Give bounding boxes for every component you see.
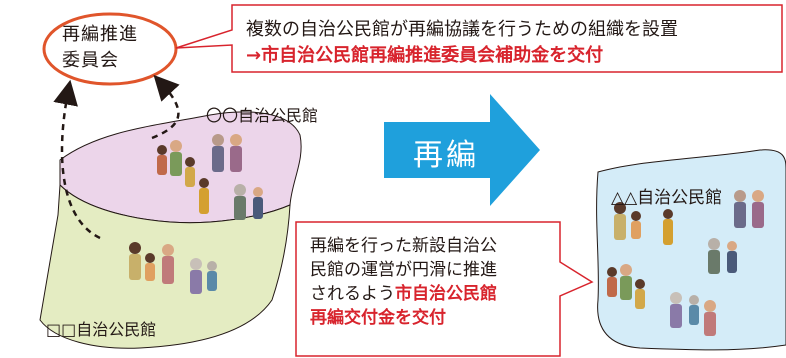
- reorganize-arrow: [384, 94, 540, 206]
- top-callout-box: [175, 4, 783, 73]
- bottom-callout-line-2: 民館の運営が円滑に推進: [310, 260, 497, 280]
- merged-hall-label: △△自治公民館: [611, 188, 723, 208]
- committee-ellipse: [42, 12, 178, 86]
- upper-hall-label: 〇〇自治公民館: [206, 106, 319, 125]
- residents-illustration-merged: [607, 190, 764, 336]
- bottom-callout-line-3-plain: されるよう: [310, 284, 395, 304]
- dashed-arrow-lower: [53, 79, 101, 240]
- dashed-arrow-upper: [151, 74, 180, 140]
- bottom-callout-line-1: 再編を行った新設自治公: [310, 236, 497, 256]
- bottom-callout-box: [295, 221, 594, 357]
- committee-line-1: 再編推進: [62, 24, 138, 45]
- committee-label: 再編推進 委員会: [62, 22, 158, 74]
- top-callout-line-1: 複数の自治公民館が再編協議を行うための組織を設置: [246, 19, 678, 40]
- bottom-callout-line-4: 再編交付金を交付: [310, 308, 446, 328]
- top-callout-text: 複数の自治公民館が再編協議を行うための組織を設置 →市自治公民館再編推進委員会補…: [246, 17, 786, 69]
- bottom-callout-line-3: されるよう市自治公民館: [310, 282, 550, 306]
- top-callout-line-2: →市自治公民館再編推進委員会補助金を交付: [246, 45, 604, 66]
- residents-illustration-upper: [157, 134, 263, 220]
- committee-line-2: 委員会: [62, 50, 119, 71]
- bottom-callout-line-3-red: 市自治公民館: [395, 284, 497, 304]
- reorganize-arrow-label: 再編: [413, 138, 479, 173]
- bottom-callout-text: 再編を行った新設自治公 民館の運営が円滑に推進 されるよう市自治公民館 再編交付…: [310, 234, 550, 330]
- lower-hall-label: □□自治公民館: [46, 320, 157, 339]
- residents-illustration-lower: [129, 242, 217, 294]
